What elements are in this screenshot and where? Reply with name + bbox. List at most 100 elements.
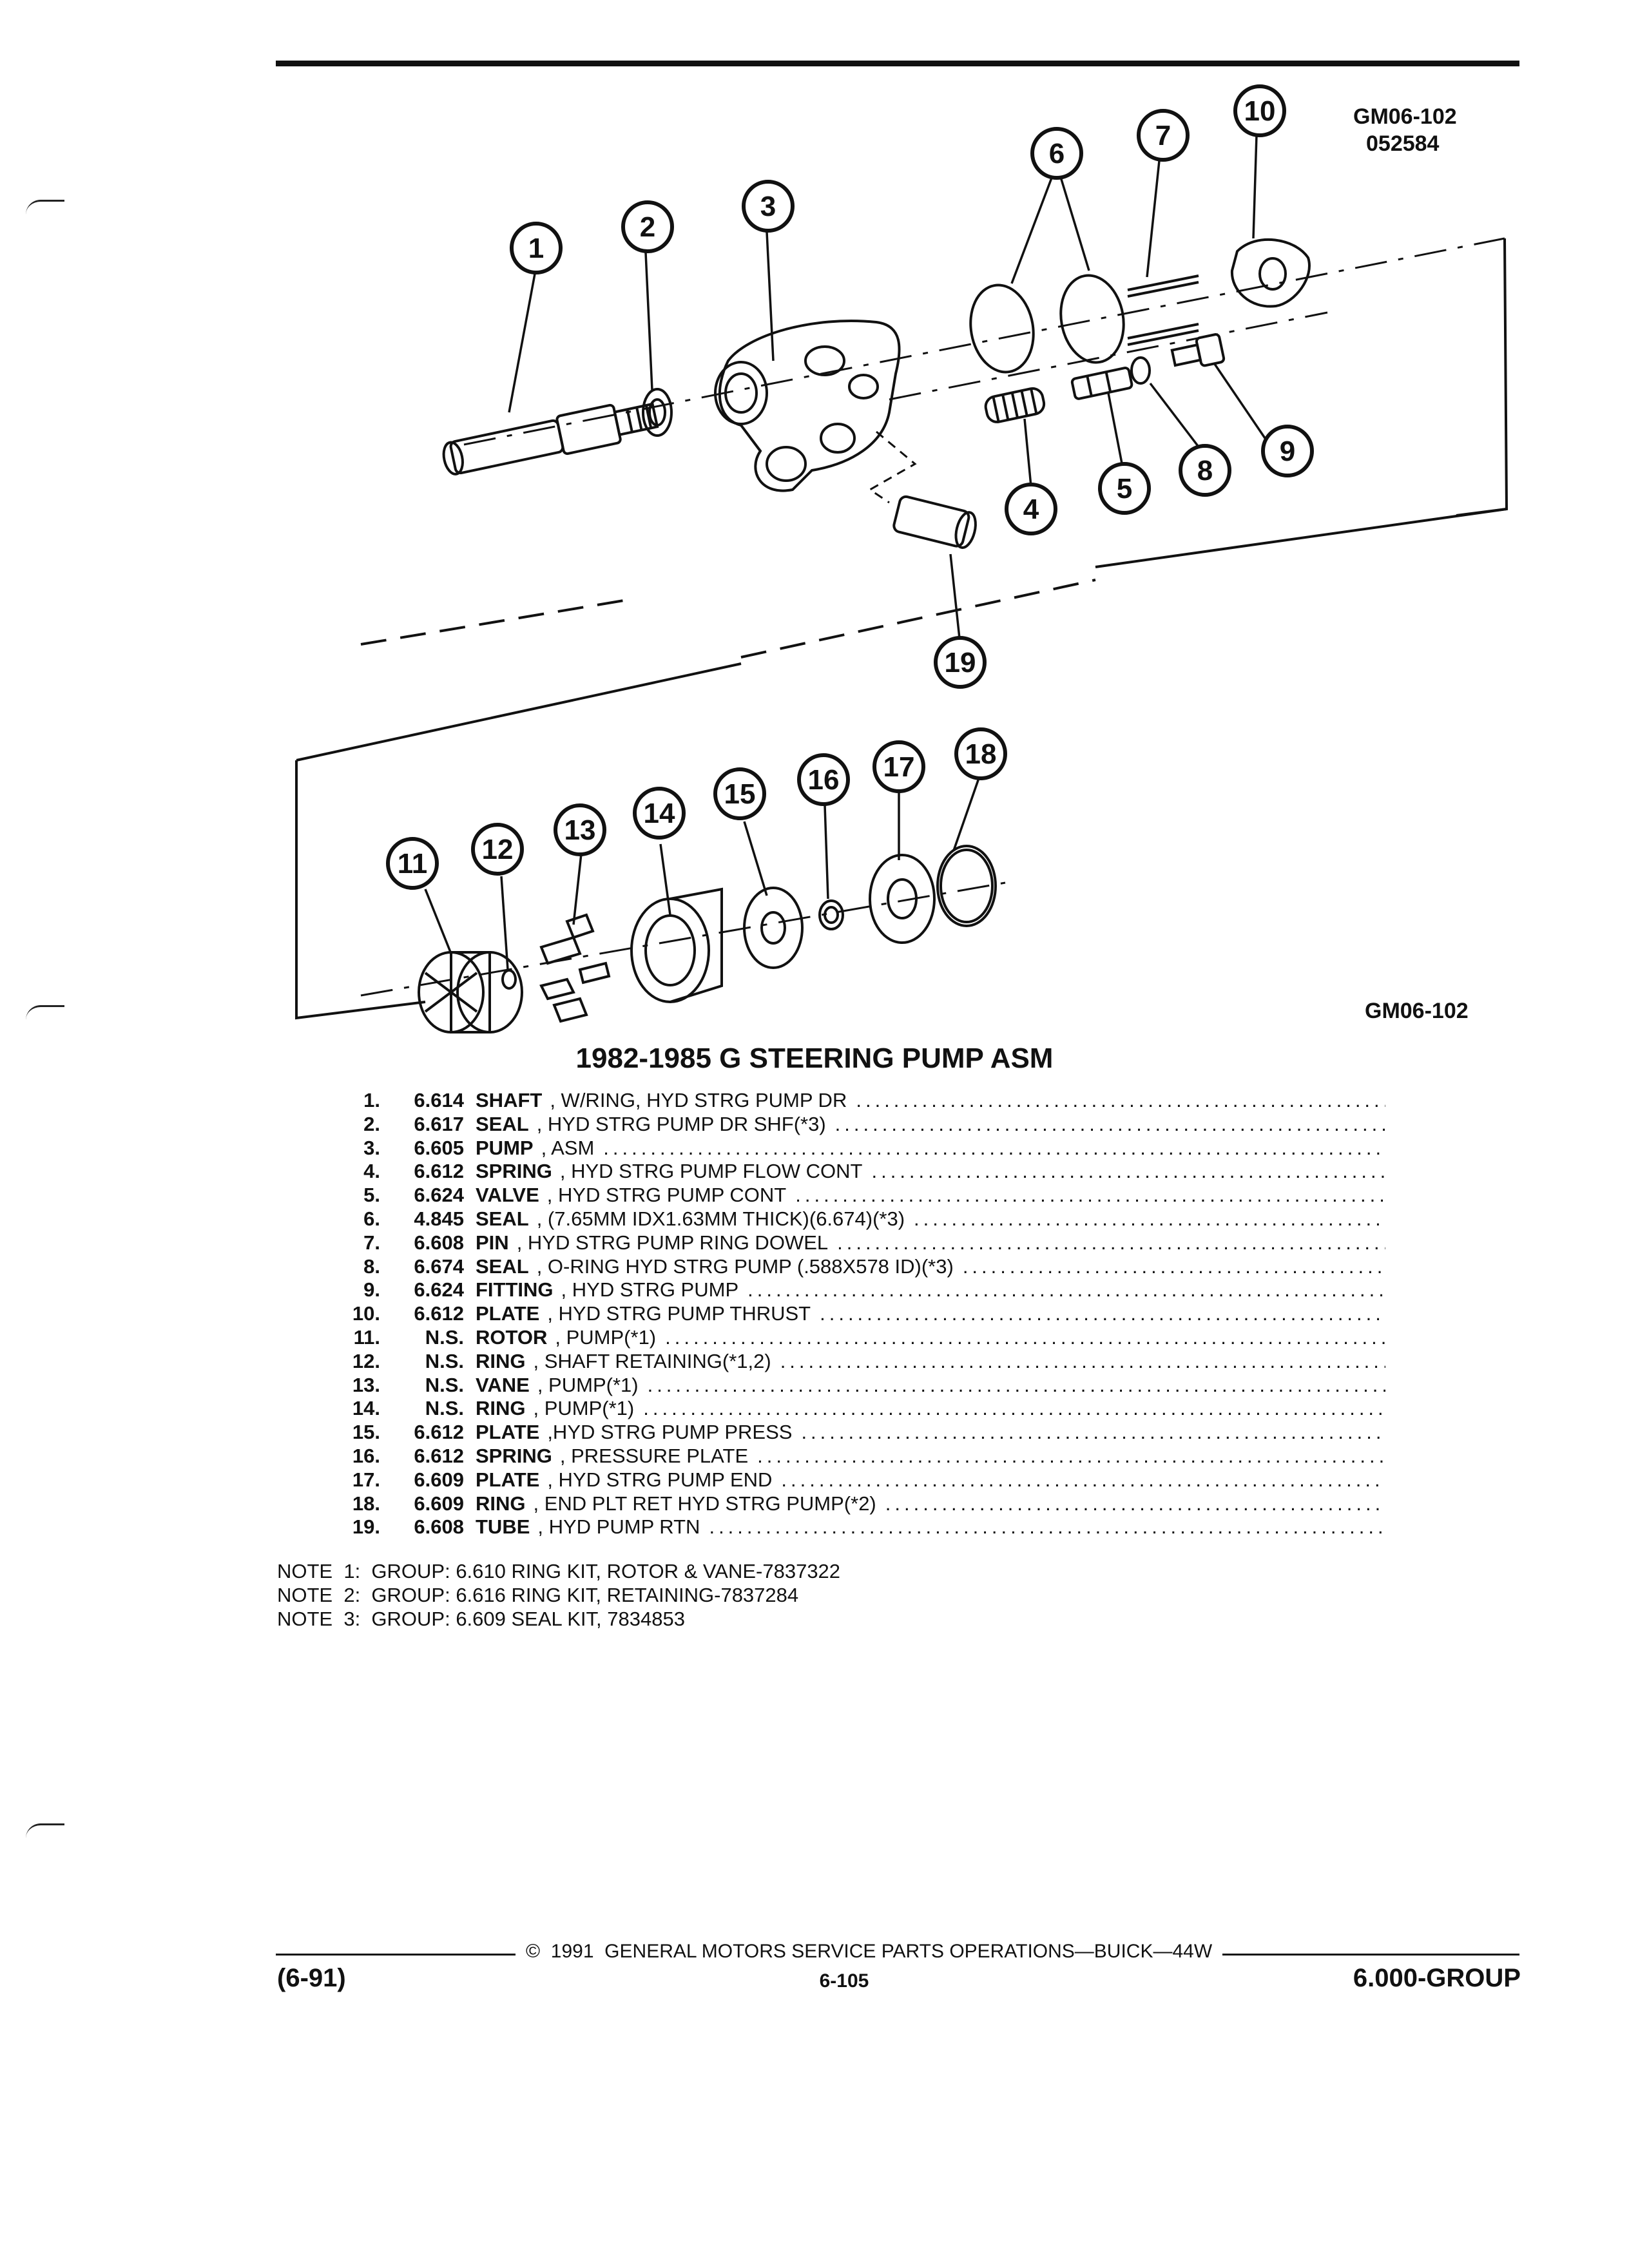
page-number: 6-105 — [819, 1970, 869, 1992]
parts-row: 14.N.S.RING, PUMP(*1)...................… — [277, 1397, 1385, 1421]
part-description: ,HYD STRG PUMP PRESS — [547, 1421, 793, 1444]
part-group: 6.614 — [414, 1089, 464, 1111]
part-description: , PUMP(*1) — [533, 1397, 635, 1420]
part-name: SEAL — [476, 1207, 529, 1230]
part-description: , O-RING HYD STRG PUMP (.588X578 ID)(*3) — [536, 1254, 954, 1278]
part-name: RING — [476, 1349, 526, 1372]
part-description: , ASM — [541, 1136, 595, 1159]
part-name: ROTOR — [476, 1325, 548, 1349]
callout-13: 13 — [564, 814, 596, 846]
part-group: N.S. — [425, 1325, 464, 1349]
part-number: 4. — [363, 1160, 380, 1183]
revision-date: (6-91) — [277, 1964, 346, 1992]
leader-dots: ........................................… — [780, 1349, 1385, 1372]
callout-5: 5 — [1117, 473, 1132, 505]
callout-11: 11 — [398, 848, 428, 879]
margin-mark — [26, 1005, 64, 1020]
part-description: , PUMP(*1) — [537, 1373, 639, 1396]
part-number: 13. — [352, 1373, 380, 1396]
part-description: , HYD PUMP RTN — [537, 1515, 700, 1539]
parts-row: 11. N.S. ROTOR , PUMP(*1)..................… — [277, 1326, 1385, 1350]
part-description: , HYD STRG PUMP CONT — [546, 1184, 787, 1207]
part-group: N.S. — [425, 1397, 464, 1420]
leader-dots: ........................................… — [709, 1515, 1385, 1539]
part-name: SPRING — [476, 1160, 552, 1183]
part-group: 6.608 — [414, 1231, 464, 1254]
callout-circle — [510, 222, 563, 274]
part-name: RING — [476, 1492, 526, 1515]
part-description: , HYD STRG PUMP FLOW CONT — [559, 1160, 863, 1183]
part-number: 19. — [352, 1515, 380, 1539]
leader-dots: ........................................… — [820, 1302, 1385, 1325]
note-1: NOTE 1: GROUP: 6.610 RING KIT, ROTOR & V… — [277, 1560, 841, 1582]
part-group: N.S. — [425, 1349, 464, 1372]
part-number: 1. — [363, 1089, 380, 1111]
part-number: 8. — [363, 1254, 380, 1278]
part-description: , (7.65MM IDX1.63MM THICK)(6.674)(*3) — [536, 1207, 905, 1230]
part-number: 12. — [352, 1349, 380, 1372]
note-3: NOTE 3: GROUP: 6.609 SEAL KIT, 7834853 — [277, 1608, 685, 1630]
part-group: 6.617 — [414, 1112, 464, 1135]
part-description: , HYD STRG PUMP DR SHF(*3) — [536, 1112, 826, 1135]
callout-8: 8 — [1197, 455, 1213, 486]
callout-7: 7 — [1155, 120, 1171, 151]
figure-id: GM06-102 — [1353, 104, 1457, 129]
part-name: SEAL — [476, 1254, 529, 1278]
part-number: 9. — [363, 1278, 380, 1302]
parts-row: 12. N.S. RING , SHAFT RETAINING(*1,2)......… — [277, 1350, 1385, 1374]
part-group: N.S. — [425, 1373, 464, 1396]
part-group: 6.612 — [414, 1160, 464, 1183]
leader-dots: ........................................… — [962, 1254, 1385, 1278]
note-2: NOTE 2: GROUP: 6.616 RING KIT, RETAINING… — [277, 1584, 799, 1606]
leader-dots: ........................................… — [643, 1397, 1385, 1420]
part-description: , SHAFT RETAINING(*1,2) — [533, 1349, 771, 1372]
callout-19: 19 — [945, 647, 976, 678]
leader-dots: ........................................… — [665, 1325, 1385, 1349]
part-group: 6.608 — [414, 1515, 464, 1539]
parts-row: 13.N.S.VANE, PUMP(*1)...................… — [277, 1374, 1385, 1398]
part-name: RING — [476, 1397, 526, 1420]
callout-14: 14 — [644, 798, 675, 829]
margin-mark — [26, 1823, 64, 1838]
callout-15: 15 — [724, 778, 756, 810]
part-number: 18. — [352, 1492, 380, 1515]
part-number: 10. — [352, 1302, 380, 1325]
leader-dots: ........................................… — [837, 1231, 1385, 1254]
callout-9: 9 — [1280, 436, 1295, 467]
part-group: 6.605 — [414, 1136, 464, 1159]
callout-4: 4 — [1023, 494, 1039, 525]
leader-dots: ........................................… — [834, 1112, 1385, 1135]
figure-reference-top: GM06-102 052584 — [1353, 103, 1457, 157]
part-group: 6.612 — [414, 1302, 464, 1325]
copyright-notice: © 1991 GENERAL MOTORS SERVICE PARTS OPER… — [516, 1941, 1223, 1963]
part-description: , PUMP(*1) — [555, 1325, 657, 1349]
part-number: 11. — [353, 1325, 380, 1349]
frame-line — [1456, 238, 1509, 517]
part-name: PIN — [476, 1231, 509, 1254]
leader-dots: ........................................… — [914, 1207, 1385, 1230]
callout-2: 2 — [640, 211, 655, 243]
top-rule — [276, 61, 1519, 66]
part-name: SEAL — [476, 1112, 529, 1135]
part-number: 16. — [352, 1444, 380, 1467]
notes: NOTE 1: GROUP: 6.610 RING KIT, ROTOR & V… — [277, 1559, 840, 1631]
callout-6: 6 — [1049, 138, 1065, 169]
part-number: 3. — [363, 1136, 380, 1159]
part-description: , HYD STRG PUMP THRUST — [547, 1302, 811, 1325]
part-group: 6.609 — [414, 1492, 464, 1515]
callout-16: 16 — [808, 764, 840, 796]
part-name: PUMP — [476, 1136, 534, 1159]
figure-reference-bottom: GM06-102 — [1365, 999, 1469, 1023]
part-description: , END PLT RET HYD STRG PUMP(*2) — [533, 1492, 876, 1515]
